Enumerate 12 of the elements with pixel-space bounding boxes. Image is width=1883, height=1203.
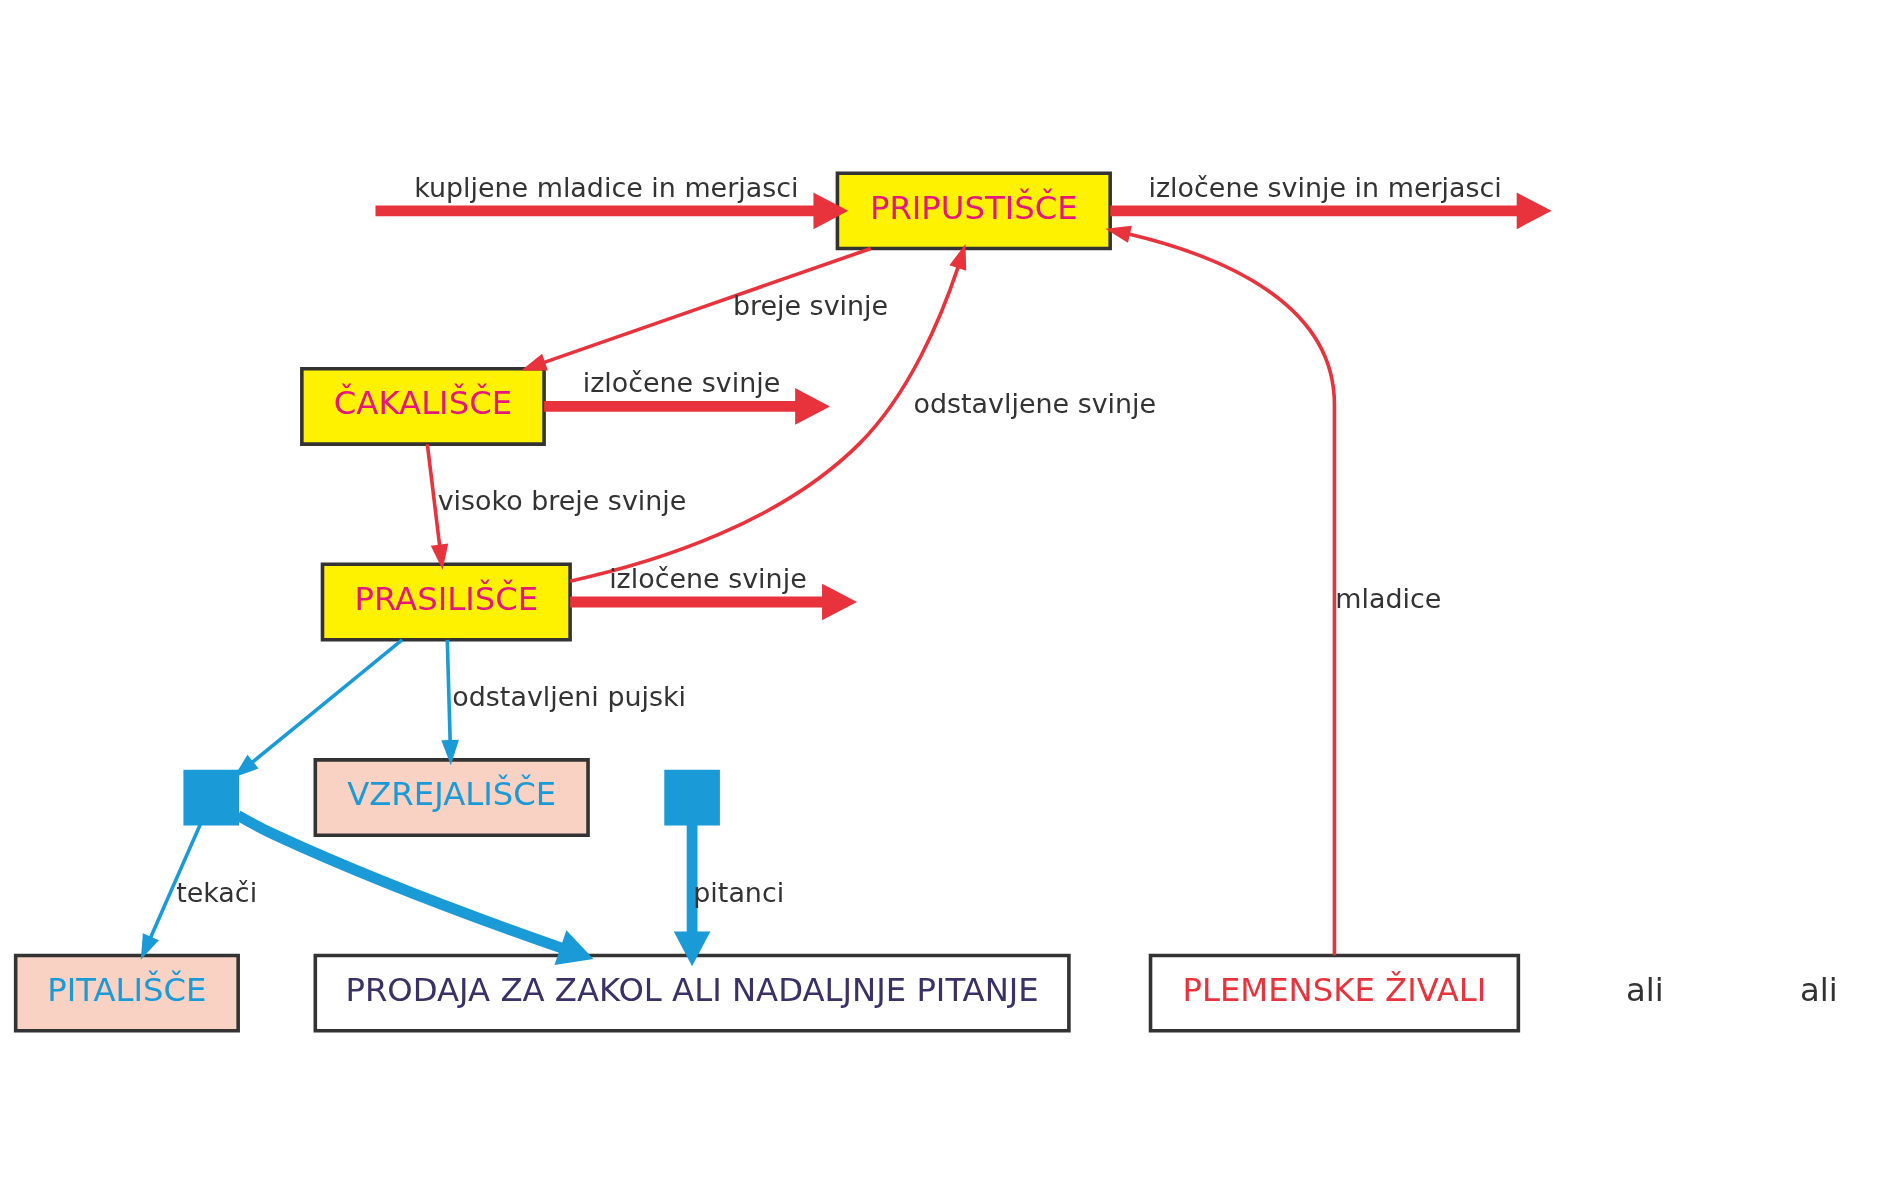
edge-label: visoko breje svinje (437, 484, 687, 516)
edge-label: izločene svinje (582, 366, 781, 398)
label: ali (1625, 970, 1664, 1009)
label: ali (1800, 970, 1838, 1009)
edge-label: odstavljene svinje (913, 387, 1157, 419)
edge-label: tekači (176, 876, 258, 908)
edge-label: mladice (1335, 582, 1442, 614)
edge-label: kupljene mladice in merjasci (414, 171, 799, 202)
edge-label: izločene svinje (609, 562, 807, 594)
edge-label: breje svinje (732, 289, 889, 321)
edge-label: odstavljeni pujski (452, 680, 687, 712)
edge-label: izločene svinje in merjasci (1148, 171, 1502, 202)
